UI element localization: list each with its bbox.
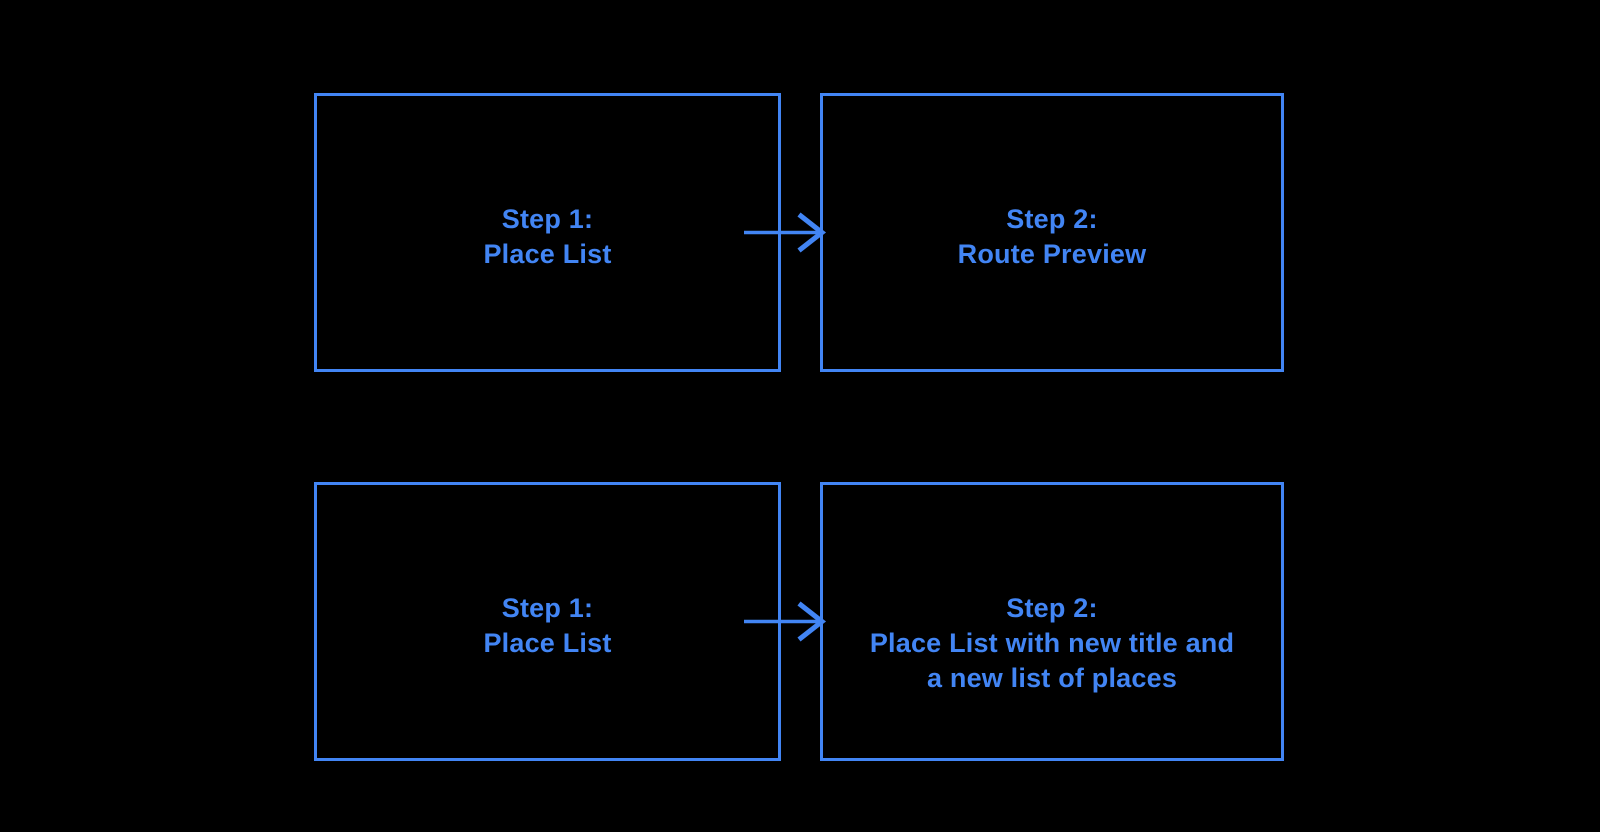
box-line: Place List: [483, 239, 612, 269]
box-line: a new list of places: [926, 663, 1178, 693]
box-line: Place List with new title and: [869, 628, 1235, 658]
flow-box-step2-place-list-new: Step 2: Place List with new title and a …: [820, 482, 1284, 761]
box-line: Step 1:: [501, 593, 594, 623]
flow-box-step1-place-list-top: Step 1: Place List: [314, 93, 781, 372]
flow-box-step2-route-preview: Step 2: Route Preview: [820, 93, 1284, 372]
box-line: Place List: [483, 628, 612, 658]
flow-box-step1-place-list-bottom: Step 1: Place List: [314, 482, 781, 761]
box-line: Step 2:: [1006, 593, 1098, 623]
box-line: Route Preview: [957, 239, 1147, 269]
box-line: Step 2:: [1006, 204, 1098, 234]
arrow-right-icon: [744, 601, 827, 642]
arrow-right-icon: [744, 212, 827, 253]
box-line: Step 1:: [501, 204, 594, 234]
